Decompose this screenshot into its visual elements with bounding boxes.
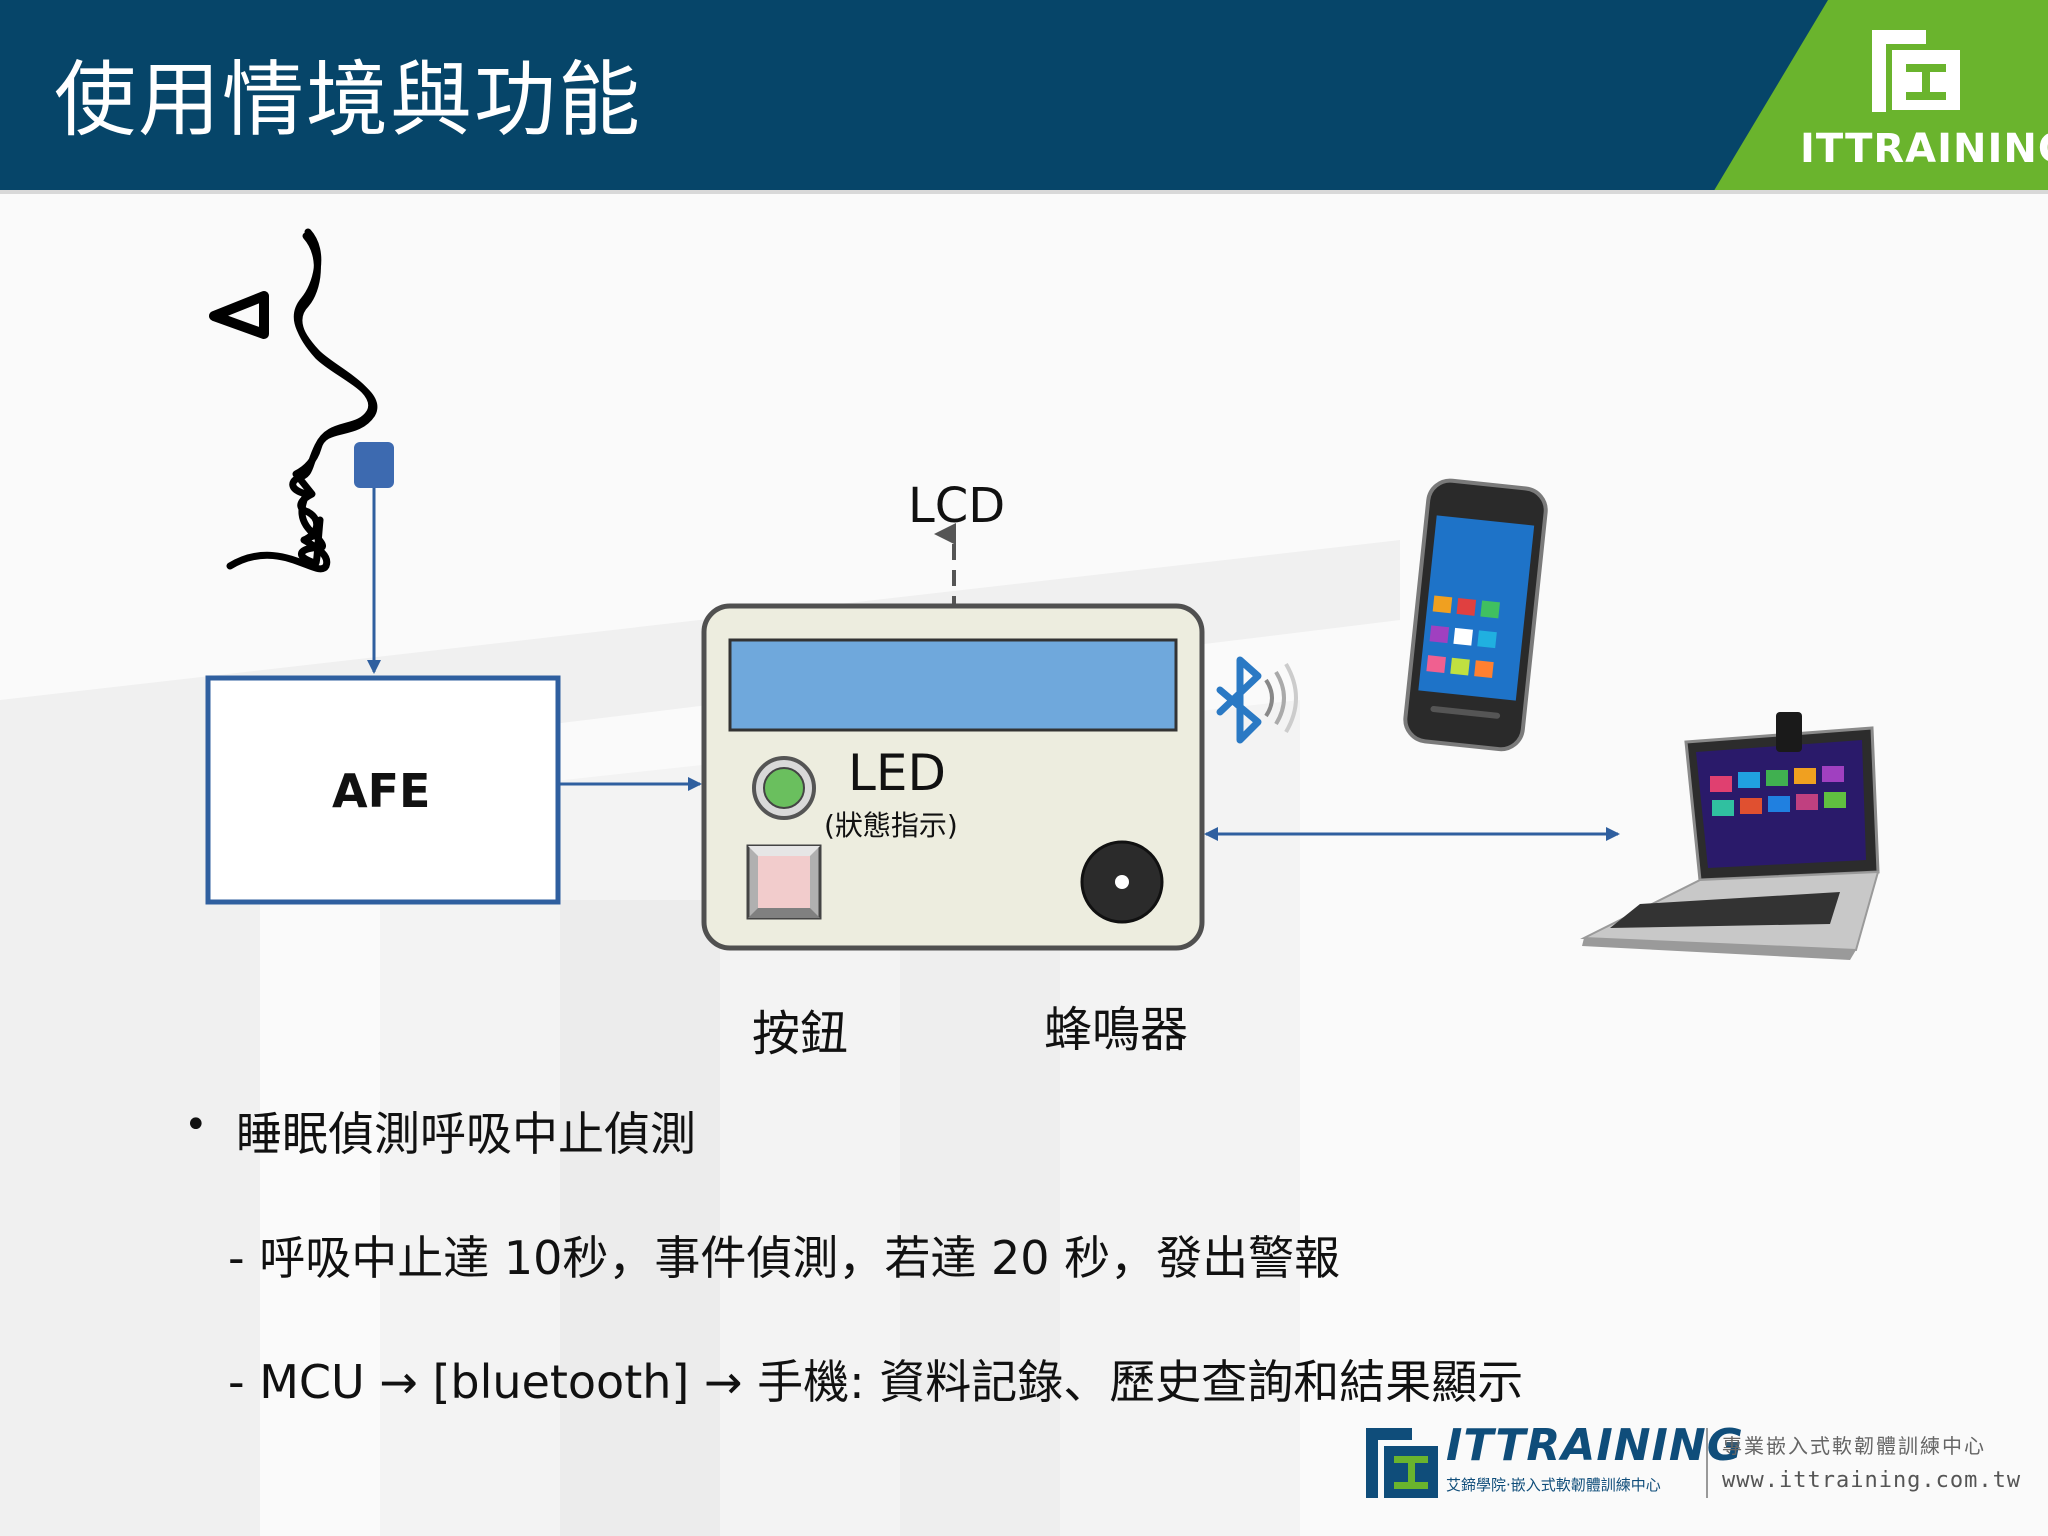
header-logo-icon [1872,30,1960,112]
face-profile-icon [209,228,378,573]
bullet-sub-2: - MCU → [bluetooth] → 手機: 資料記錄、歷史查詢和結果顯示 [228,1355,1524,1409]
led-label: LED [848,744,946,802]
afe-label: AFE [332,764,431,818]
system-diagram [205,228,1880,960]
footer-tagline: 專業嵌入式軟韌體訓練中心 [1722,1434,1986,1458]
footer-brand-sub: 艾鍗學院‧嵌入式軟韌體訓練中心 [1446,1476,1661,1494]
bluetooth-icon [1216,656,1298,744]
bullet-sub-1: - 呼吸中止達 10秒，事件偵測，若達 20 秒，發出警報 [228,1231,1341,1285]
page-title: 使用情境與功能 [54,53,643,148]
sensor-pad-icon [354,442,394,488]
button-label: 按鈕 [752,1006,849,1062]
led-sub-label: (狀態指示) [824,809,958,842]
afe-box [205,675,561,905]
laptop-icon [1580,712,1880,960]
footer-logo: ITTRAINING 艾鍗學院‧嵌入式軟韌體訓練中心 專業嵌入式軟韌體訓練中心 … [1362,1420,2022,1510]
bullet-main: 睡眠偵測呼吸中止偵測 [236,1107,696,1161]
bullet-dot: • [184,1102,208,1148]
header-logo-text: ITTRAINING [1800,126,2048,172]
push-button-icon [746,844,822,920]
lcd-screen [728,638,1178,732]
footer-divider [1706,1428,1708,1498]
footer-brand: ITTRAINING [1446,1420,1744,1471]
lcd-label: LCD [908,478,1006,534]
smartphone-icon [1403,478,1548,752]
footer-logo-icon [1366,1428,1438,1498]
buzzer-icon [1080,840,1164,924]
buzzer-label: 蜂鳴器 [1044,1002,1189,1058]
footer-url: www.ittraining.com.tw [1722,1468,2022,1493]
